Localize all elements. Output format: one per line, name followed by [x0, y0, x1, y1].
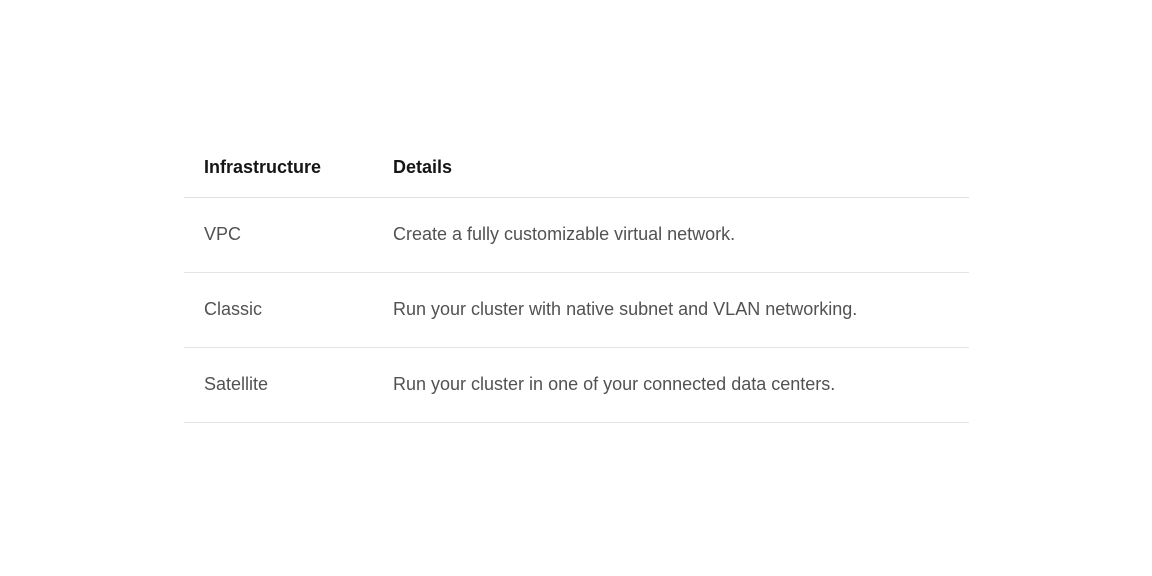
infrastructure-cell: Satellite [184, 347, 373, 423]
infrastructure-cell: Classic [184, 272, 373, 348]
table-row-vpc: VPC Create a fully customizable virtual … [184, 197, 969, 273]
table-body: VPC Create a fully customizable virtual … [184, 197, 969, 423]
table-row-classic: Classic Run your cluster with native sub… [184, 272, 969, 348]
infrastructure-table: Infrastructure Details VPC Create a full… [184, 139, 969, 423]
table-header: Infrastructure Details [184, 139, 969, 198]
details-cell: Run your cluster in one of your connecte… [373, 347, 969, 423]
column-header-details: Details [373, 139, 969, 198]
column-header-infrastructure: Infrastructure [184, 139, 373, 198]
details-cell: Run your cluster with native subnet and … [373, 272, 969, 348]
table-header-row: Infrastructure Details [184, 139, 969, 198]
details-cell: Create a fully customizable virtual netw… [373, 197, 969, 273]
table-row-satellite: Satellite Run your cluster in one of you… [184, 347, 969, 423]
infrastructure-cell: VPC [184, 197, 373, 273]
